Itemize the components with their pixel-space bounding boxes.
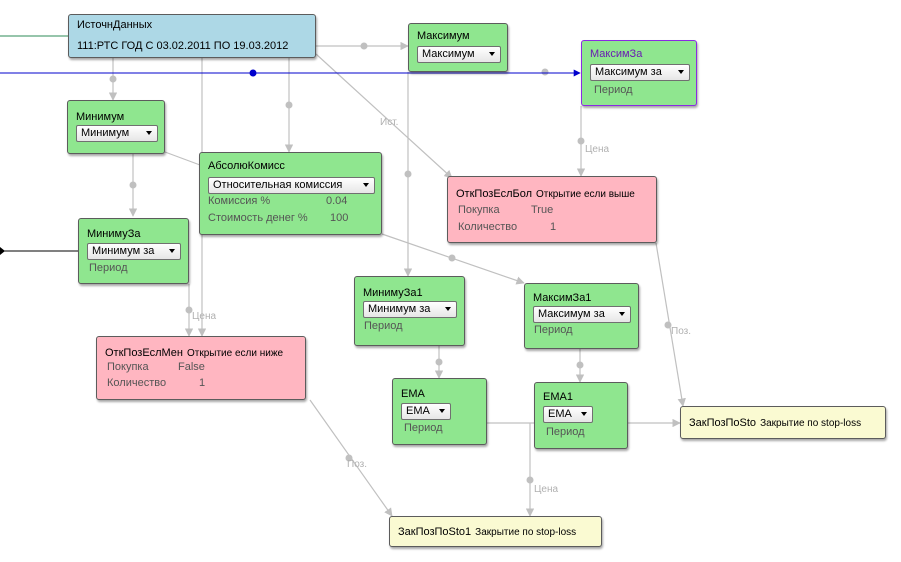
link-label-price-open-below: Цена: [192, 311, 217, 322]
function-select[interactable]: Максимум за: [533, 306, 631, 323]
chevron-down-icon: [439, 409, 445, 413]
prop-period: Период: [594, 84, 633, 96]
prop-period: Период: [546, 426, 585, 438]
prop-quantity: Количество 1: [107, 377, 206, 389]
chevron-down-icon: [619, 312, 625, 316]
prop-buy: Покупка True: [458, 204, 554, 216]
node-title: EMA1: [543, 391, 573, 403]
node-title: АбсолюКомисс: [208, 160, 285, 172]
chevron-down-icon: [169, 249, 175, 253]
link-min-abs: [164, 151, 201, 166]
chevron-down-icon: [678, 70, 684, 74]
function-select[interactable]: Максимум за: [590, 64, 690, 81]
function-select[interactable]: Минимум за: [363, 301, 457, 318]
source-value: 111:РТС ГОД С 03.02.2011 ПО 19.03.2012: [77, 40, 289, 52]
node-ema1[interactable]: EMA1 EMA Период: [534, 382, 628, 449]
function-select[interactable]: Относительная комиссия: [208, 177, 375, 194]
node-minza1[interactable]: МинимуЗа1 Минимум за Период: [354, 276, 465, 346]
link-label-ist: Ист.: [380, 117, 399, 128]
function-select[interactable]: Минимум: [76, 125, 158, 142]
node-maxza-top[interactable]: МаксимЗа Максимум за Период: [581, 40, 697, 106]
prop-period: Период: [404, 422, 443, 434]
function-select[interactable]: EMA: [543, 406, 593, 423]
node-title: МаксимЗа: [590, 48, 643, 60]
node-minza-left[interactable]: МинимуЗа Минимум за Период: [78, 218, 189, 284]
link-label-price-maxza: Цена: [585, 144, 610, 155]
node-abs-commission[interactable]: АбсолюКомисс Относительная комиссия Коми…: [199, 152, 382, 235]
node-title: МаксимЗа1: [533, 292, 592, 304]
node-title: Максимум: [417, 30, 470, 42]
chevron-down-icon: [581, 412, 587, 416]
prop-commission: Комиссия % 0.04: [208, 195, 348, 207]
function-select[interactable]: EMA: [401, 403, 451, 420]
prop-period: Период: [364, 320, 403, 332]
prop-money-cost: Стоимость денег % 100: [208, 212, 349, 224]
link-source-open-above: [315, 53, 453, 179]
link-label-price-bottom: Цена: [534, 484, 559, 495]
node-min[interactable]: Минимум Минимум: [67, 100, 165, 154]
prop-period: Период: [534, 324, 573, 336]
chevron-down-icon: [445, 307, 451, 311]
node-title: EMA: [401, 388, 425, 400]
node-ema[interactable]: EMA EMA Период: [392, 378, 487, 445]
function-select[interactable]: Максимум: [417, 46, 501, 63]
node-title: ИсточнДанных: [77, 19, 153, 31]
link-label-poz-right: Поз.: [671, 326, 691, 337]
node-source[interactable]: ИсточнДанных 111:РТС ГОД С 03.02.2011 ПО…: [68, 14, 316, 58]
node-maxza1[interactable]: МаксимЗа1 Максимум за Период: [524, 283, 639, 349]
chevron-down-icon: [146, 131, 152, 135]
node-title: МинимуЗа1: [363, 287, 423, 299]
node-max[interactable]: Максимум Максимум: [408, 23, 508, 72]
link-label-poz-bottom: Поз.: [347, 459, 367, 470]
chevron-down-icon: [489, 52, 495, 56]
node-title: МинимуЗа: [87, 228, 141, 240]
prop-buy: Покупка False: [107, 361, 205, 373]
prop-quantity: Количество 1: [458, 221, 557, 233]
chevron-down-icon: [363, 183, 369, 187]
node-title: Минимум: [76, 111, 125, 123]
function-select[interactable]: Минимум за: [87, 243, 181, 260]
prop-period: Период: [89, 262, 128, 274]
